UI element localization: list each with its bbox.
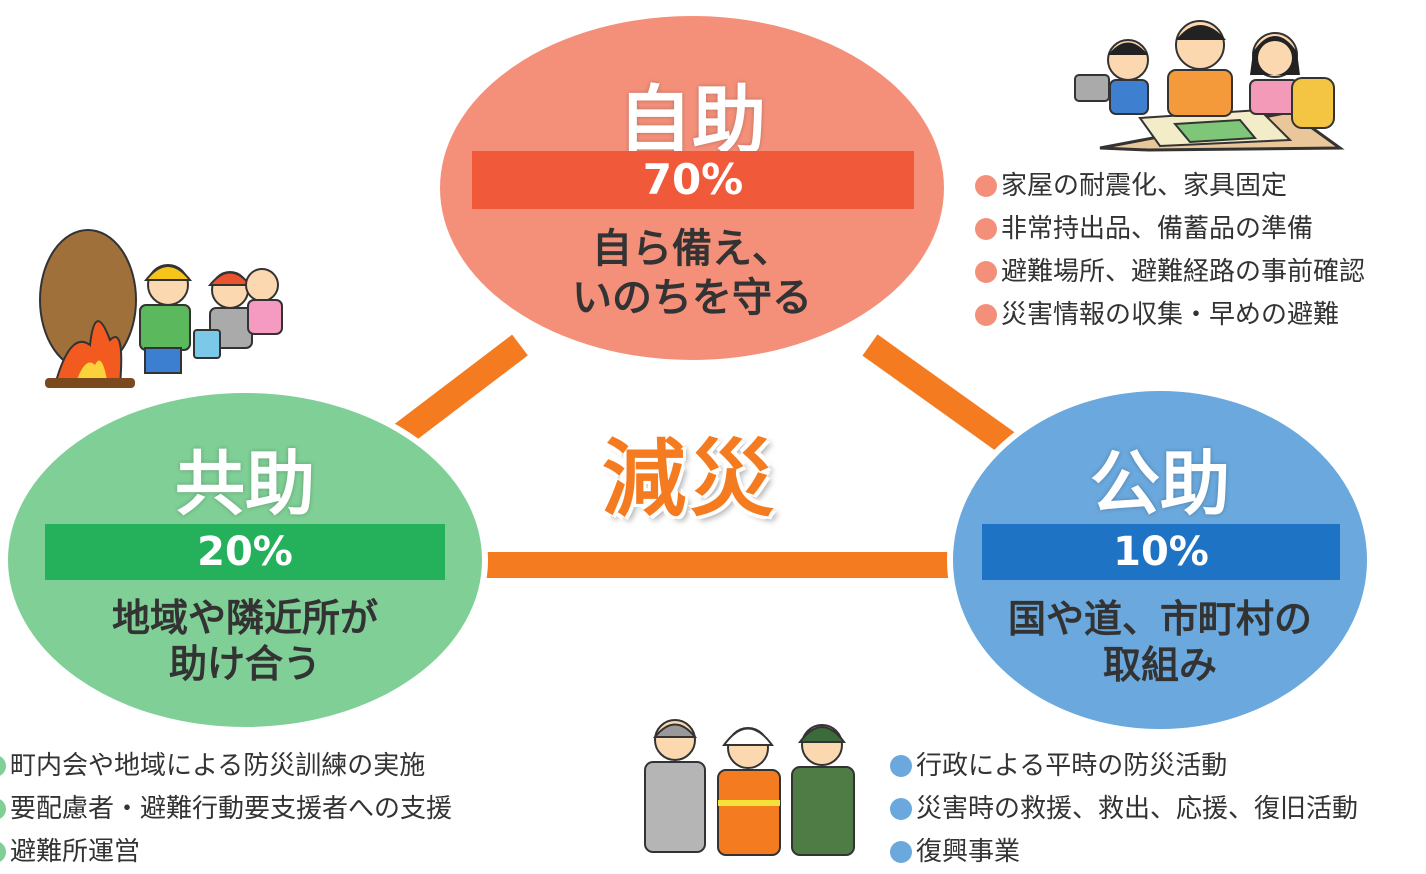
connector-left (387, 334, 528, 451)
bullet-dot (890, 798, 912, 820)
list-item: 家屋の耐震化、家具固定 (975, 165, 1365, 208)
jijo-title: 自助 (618, 78, 766, 164)
kyojo-title: 共助 (175, 443, 315, 525)
list-item: 要配慮者・避難行動要支援者への支援 (0, 788, 452, 831)
list-item: 非常持出品、備蓄品の準備 (975, 208, 1365, 251)
kyojo-percent-bar: 20% (45, 524, 445, 580)
connector-right (862, 334, 1018, 456)
list-item-text: 避難所運営 (10, 837, 141, 867)
bullet-dot (890, 841, 912, 863)
bullet-dot (0, 841, 6, 863)
kyojo-desc-line1: 地域や隣近所が (111, 596, 378, 640)
kojo-title: 公助 (1090, 443, 1230, 525)
jijo-item-list: 家屋の耐震化、家具固定 非常持出品、備蓄品の準備 避難場所、避難経路の事前確認 … (975, 165, 1365, 337)
kojo-description: 国や道、市町村の 取組み (950, 596, 1370, 689)
kyojo-description: 地域や隣近所が 助け合う (5, 595, 485, 688)
list-item: 避難所運営 (0, 831, 452, 874)
jijo-desc-line2: いのちを守る (572, 274, 812, 321)
list-item-text: 家屋の耐震化、家具固定 (1001, 171, 1288, 201)
kyojo-circle: 共助 20% 地域や隣近所が 助け合う (5, 390, 485, 730)
jijo-description: 自ら備え、 いのちを守る (437, 225, 947, 323)
kojo-percent-bar: 10% (982, 524, 1340, 580)
list-item: 復興事業 (890, 831, 1358, 874)
bullet-dot (975, 218, 997, 240)
bullet-dot (0, 755, 6, 777)
list-item-text: 復興事業 (916, 837, 1021, 867)
list-item: 災害時の救援、救出、応援、復旧活動 (890, 788, 1358, 831)
list-item: 災害情報の収集・早めの避難 (975, 294, 1365, 337)
jijo-desc-line1: 自ら備え、 (592, 226, 792, 272)
kojo-circle: 公助 10% 国や道、市町村の 取組み (950, 388, 1370, 732)
kojo-desc-line1: 国や道、市町村の (1007, 597, 1312, 641)
list-item-text: 行政による平時の防災活動 (916, 751, 1228, 781)
list-item-text: 要配慮者・避難行動要支援者への支援 (10, 794, 453, 824)
list-item-text: 災害情報の収集・早めの避難 (1001, 300, 1340, 330)
center-text-gensai: 減災 (601, 430, 778, 528)
kojo-item-list: 行政による平時の防災活動 災害時の救援、救出、応援、復旧活動 復興事業 (890, 745, 1358, 874)
bullet-dot (975, 304, 997, 326)
list-item-text: 災害時の救援、救出、応援、復旧活動 (916, 794, 1359, 824)
bullet-dot (890, 755, 912, 777)
list-item-text: 避難場所、避難経路の事前確認 (1001, 257, 1366, 287)
list-item: 避難場所、避難経路の事前確認 (975, 251, 1365, 294)
kojo-desc-line2: 取組み (1102, 643, 1217, 688)
list-item-text: 町内会や地域による防災訓練の実施 (10, 751, 426, 781)
jijo-circle: 自助 70% 自ら備え、 いのちを守る (437, 13, 947, 363)
bullet-dot (975, 175, 997, 197)
kyojo-desc-line2: 助け合う (168, 642, 321, 687)
kyojo-item-list: 町内会や地域による防災訓練の実施 要配慮者・避難行動要支援者への支援 避難所運営 (0, 745, 452, 874)
jijo-percent-bar: 70% (472, 151, 914, 209)
list-item: 行政による平時の防災活動 (890, 745, 1358, 788)
bullet-dot (0, 798, 6, 820)
list-item: 町内会や地域による防災訓練の実施 (0, 745, 452, 788)
bullet-dot (975, 261, 997, 283)
list-item-text: 非常持出品、備蓄品の準備 (1001, 214, 1314, 244)
